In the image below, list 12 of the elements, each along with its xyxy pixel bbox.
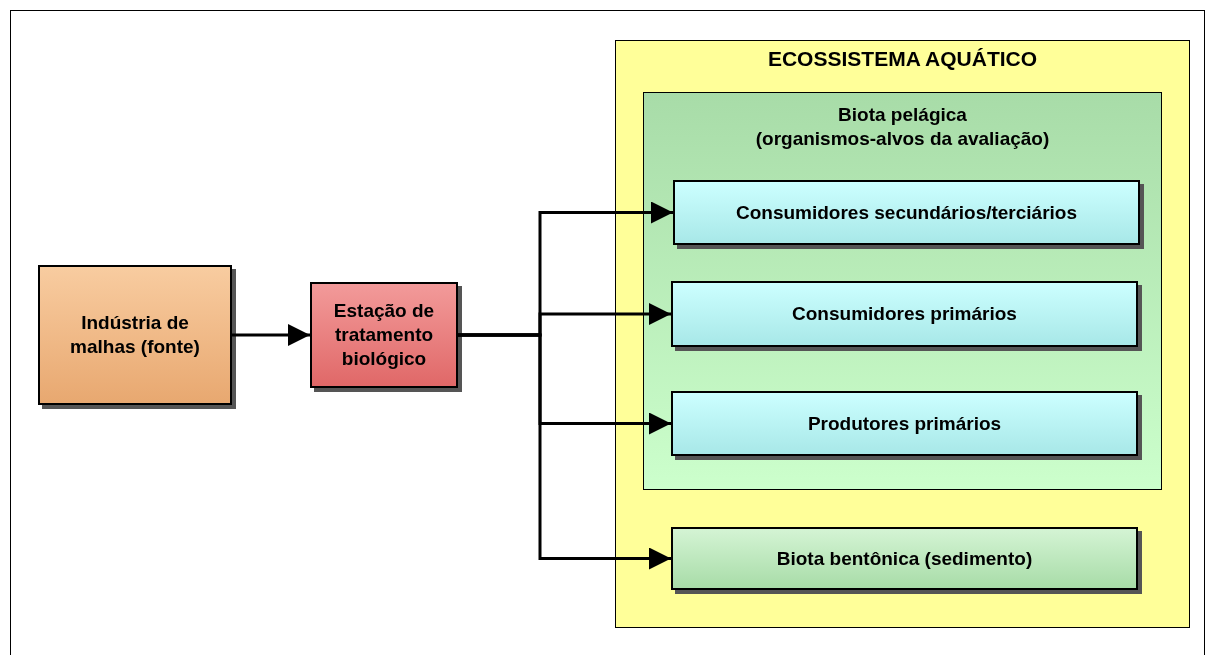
node-label: Indústria de malhas (fonte)	[69, 311, 201, 359]
arrow	[232, 324, 310, 346]
pelagic-panel	[643, 92, 1162, 490]
node-label: (organismos-alvos da avaliação)	[755, 127, 1050, 151]
node-label: Consumidores secundários/terciários	[735, 200, 1078, 225]
node-label: Consumidores primários	[792, 302, 1017, 326]
node-label: Produtores primários	[807, 411, 1002, 436]
node-label: Biota bentônica (sedimento)	[776, 546, 1033, 571]
ecosystem-panel	[615, 40, 1190, 628]
node-label: Biota pelágica	[838, 103, 967, 127]
node-label: Estação de tratamento biológico	[332, 299, 436, 371]
node-label: ECOSSISTEMA AQUÁTICO	[767, 47, 1038, 71]
